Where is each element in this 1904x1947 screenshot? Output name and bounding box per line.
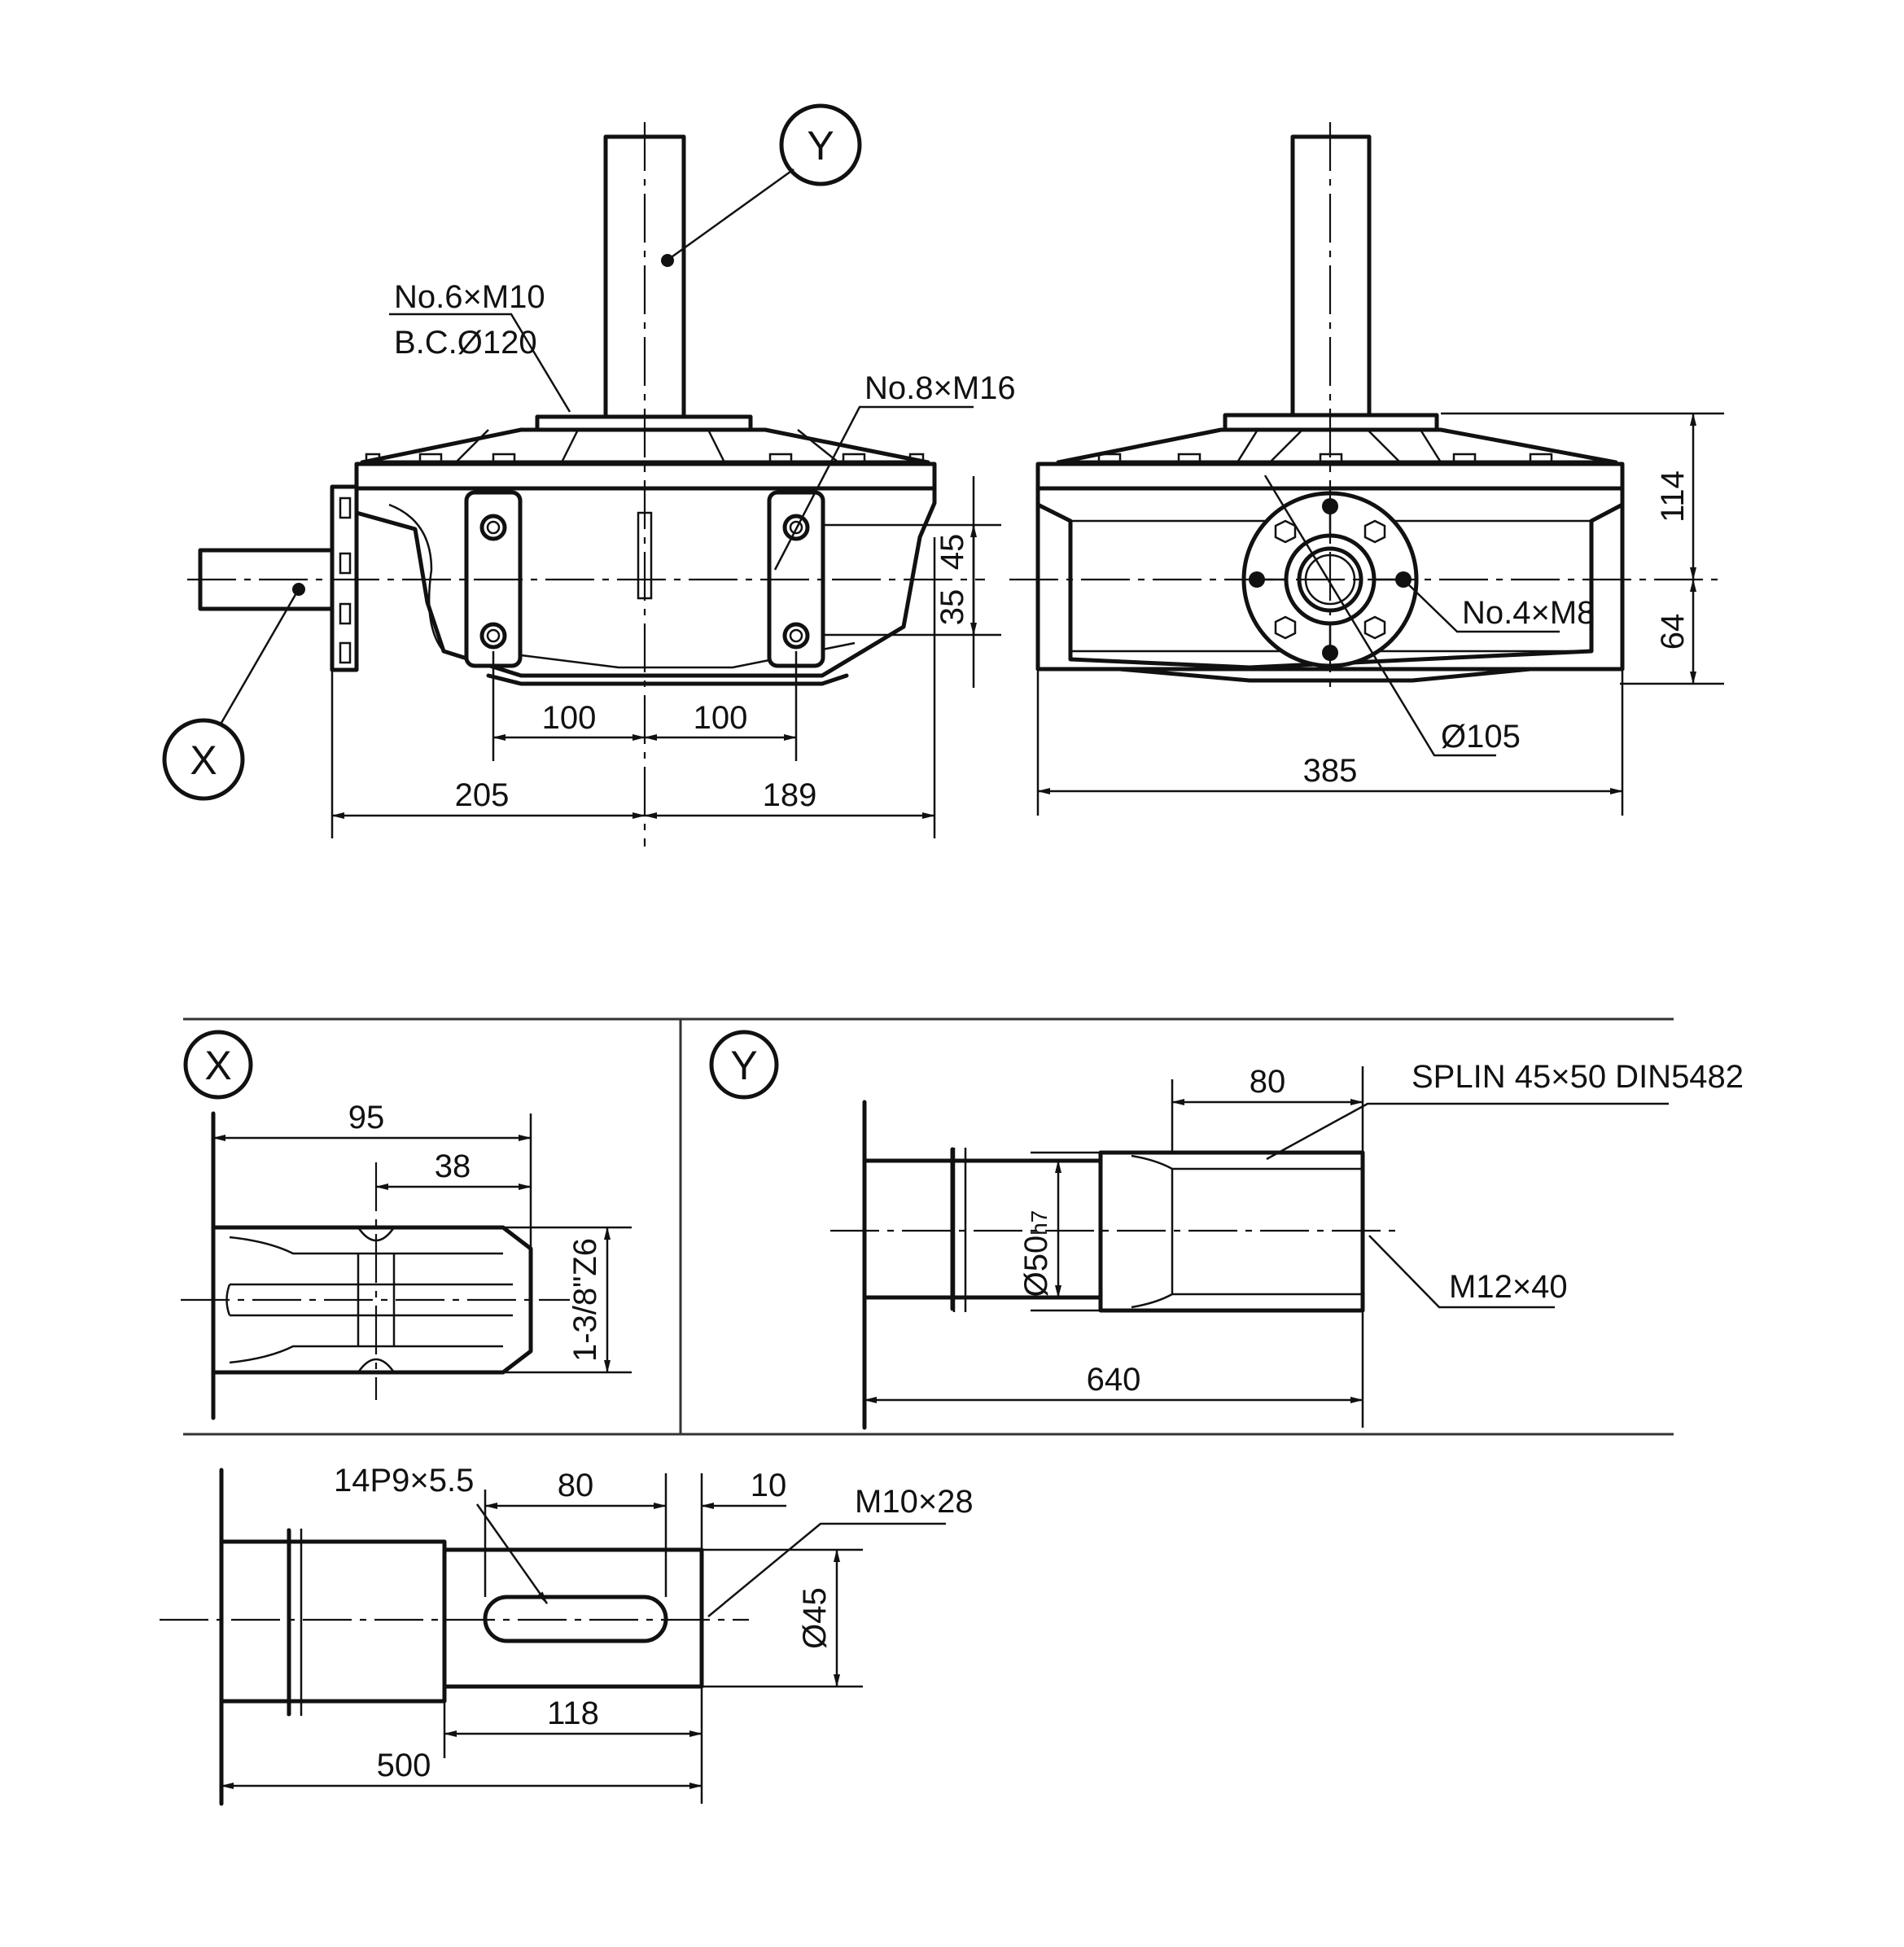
side-flange-bolts-label: No.4×M8: [1462, 595, 1595, 631]
detail-x-spline-label: 1-3/8"Z6: [567, 1238, 603, 1362]
bubble-x-label: X: [190, 737, 217, 783]
detail-shaft-thread-label: M10×28: [855, 1484, 974, 1520]
bubble-y: [779, 103, 862, 186]
front-feet-bolts-label: No.8×M16: [864, 370, 1016, 406]
front-dim-205: 205: [455, 777, 510, 813]
detail-y-label: Y: [730, 1043, 757, 1088]
detail-y-bubble: [709, 1030, 779, 1100]
detail-keyed-shaft: 14P9×5.5 80 10 M10×28 Ø45 118 500: [160, 1463, 974, 1806]
detail-shaft-dim-500: 500: [377, 1748, 431, 1783]
front-input-flange: [330, 484, 359, 672]
detail-x-marker: [292, 583, 305, 596]
front-bolt-circle-label: B.C.Ø120: [394, 325, 537, 361]
bubble-y-label: Y: [807, 123, 834, 168]
side-view: 114 64 No.4×M8 Ø105 385: [1009, 122, 1726, 816]
bubble-x: [162, 718, 245, 801]
detail-x-label: X: [204, 1043, 231, 1088]
detail-shaft-dim-10: 10: [751, 1468, 787, 1503]
side-flange-dia-label: Ø105: [1441, 719, 1521, 755]
detail-y-thread-label: M12×40: [1449, 1269, 1568, 1305]
front-view: 45 35 100 100 205 189 No.6×M10 B.C.Ø120 …: [162, 103, 1016, 847]
front-dim-45: 45: [934, 534, 970, 571]
side-top-cover: [1056, 427, 1618, 465]
front-dim-35: 35: [934, 589, 970, 626]
side-dim-64: 64: [1655, 614, 1691, 650]
detail-x-dim-38: 38: [435, 1149, 471, 1184]
detail-y-dia-label: Ø50h7: [1018, 1210, 1054, 1297]
detail-frame: [183, 1017, 1674, 1436]
detail-y-shaft-body: [862, 1158, 1103, 1300]
front-top-bolts-label: No.6×M10: [394, 279, 545, 315]
front-dim-189: 189: [763, 777, 817, 813]
detail-x-dim-95: 95: [348, 1100, 385, 1135]
front-feet-bolts: [479, 514, 810, 650]
detail-shaft-dim-80: 80: [558, 1468, 594, 1503]
detail-shaft-key-label: 14P9×5.5: [334, 1463, 474, 1499]
detail-y: Y 80 SPLIN 45×50 DIN5482 Ø50h7 M12×40 64…: [709, 1030, 1744, 1430]
front-dim-100-left: 100: [542, 700, 597, 736]
detail-y-spline-label: SPLIN 45×50 DIN5482: [1412, 1059, 1744, 1095]
detail-y-dim-80: 80: [1250, 1064, 1286, 1100]
detail-shaft-dia-label: Ø45: [797, 1587, 833, 1649]
detail-y-dim-640: 640: [1087, 1362, 1141, 1398]
detail-x-bubble: [183, 1030, 253, 1100]
detail-shaft-dim-118: 118: [547, 1695, 599, 1731]
side-dim-114: 114: [1655, 470, 1691, 523]
detail-x: X 95 38 1-3/8"Z6: [181, 1030, 632, 1420]
front-dim-100-right: 100: [694, 700, 748, 736]
side-dim-385: 385: [1303, 753, 1358, 789]
detail-shaft-end: [442, 1547, 704, 1689]
detail-shaft-body: [219, 1539, 447, 1704]
